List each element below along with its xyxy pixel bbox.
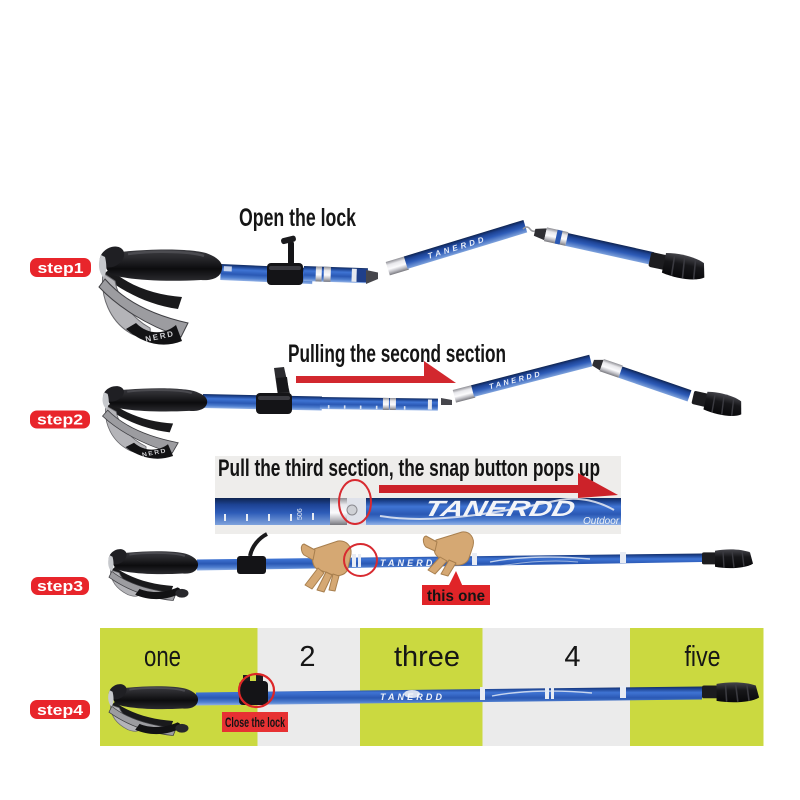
svg-text:TANERDD: TANERDD: [380, 558, 443, 568]
svg-text:4: 4: [564, 641, 580, 673]
svg-text:Open the lock: Open the lock: [239, 204, 356, 232]
svg-text:2: 2: [299, 641, 315, 673]
svg-text:Outdoor: Outdoor: [583, 516, 620, 527]
svg-text:three: three: [394, 641, 460, 673]
svg-text:step4: step4: [37, 702, 84, 719]
svg-text:506: 506: [297, 508, 304, 520]
svg-text:five: five: [685, 641, 721, 673]
svg-text:step2: step2: [37, 412, 83, 429]
svg-text:this one: this one: [427, 588, 485, 605]
svg-text:Pulling the second section: Pulling the second section: [288, 340, 506, 368]
svg-text:Pull the third section, the sn: Pull the third section, the snap button …: [218, 455, 600, 482]
svg-text:one: one: [144, 641, 181, 673]
svg-text:TANERDD: TANERDD: [380, 692, 443, 702]
svg-text:Close the lock: Close the lock: [225, 715, 285, 730]
svg-text:TANERDD: TANERDD: [422, 496, 578, 521]
svg-text:step3: step3: [37, 578, 83, 595]
svg-text:step1: step1: [38, 260, 84, 277]
